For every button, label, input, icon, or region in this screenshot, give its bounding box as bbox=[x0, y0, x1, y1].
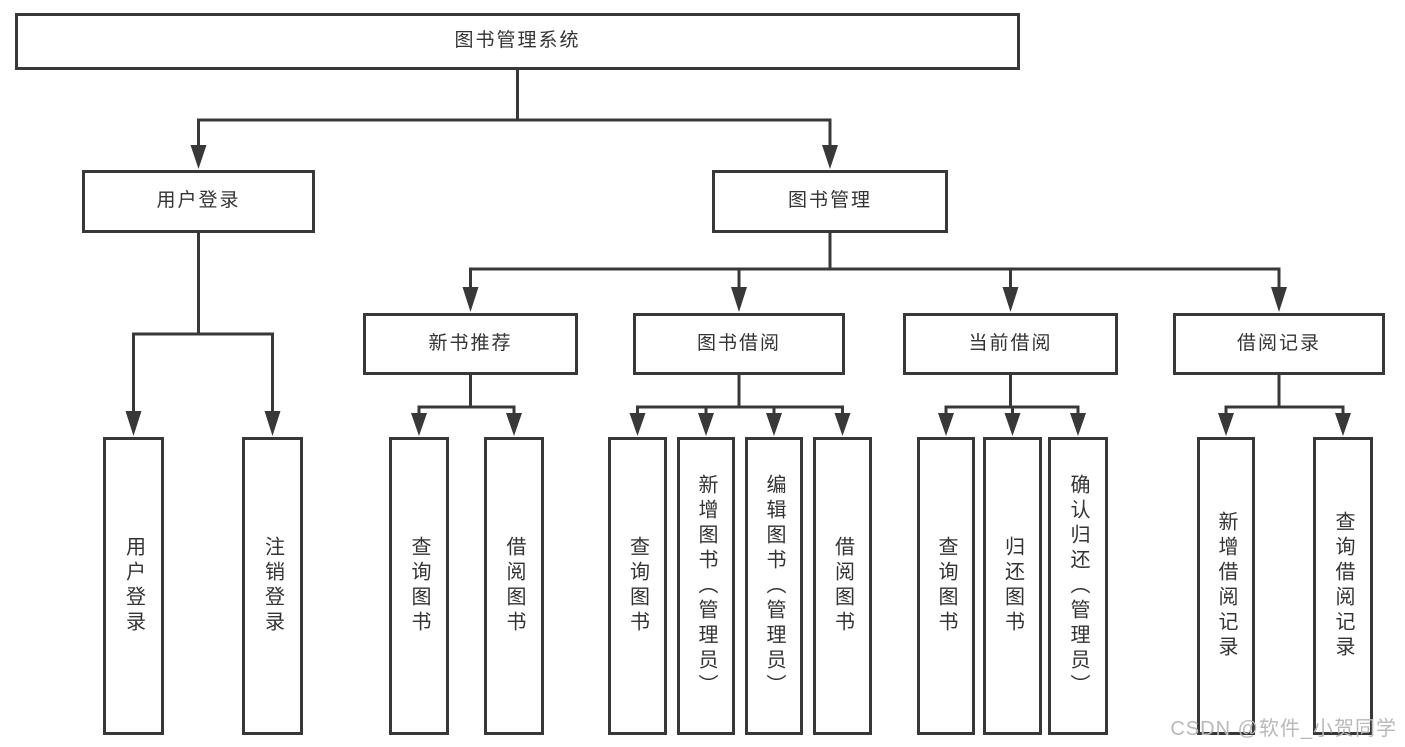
leaf-query-books-current: 查询图书 bbox=[917, 437, 975, 735]
connector-user-login-to-leaves bbox=[125, 233, 281, 436]
leaf-borrow-books-borrowing: 借阅图书 bbox=[813, 437, 872, 735]
leaf-query-books-recommend: 查询图书 bbox=[389, 437, 449, 735]
leaf-add-books-admin: 新增图书（管理员） bbox=[677, 437, 735, 735]
connector-book-mgmt-to-level3 bbox=[462, 233, 1287, 312]
leaf-borrow-books-recommend: 借阅图书 bbox=[484, 437, 544, 735]
leaf-edit-books-admin: 编辑图书（管理员） bbox=[745, 437, 803, 735]
connector-book-borrow-to-leaves bbox=[629, 375, 851, 436]
leaf-confirm-return-admin: 确认归还（管理员） bbox=[1048, 437, 1108, 735]
leaf-query-borrow-record: 查询借阅记录 bbox=[1313, 437, 1373, 735]
leaf-logout: 注销登录 bbox=[242, 437, 303, 735]
connector-root-to-level2 bbox=[190, 70, 838, 169]
node-book-borrowing: 图书借阅 bbox=[633, 313, 845, 375]
node-user-login-branch: 用户登录 bbox=[82, 170, 315, 233]
node-borrowing-records: 借阅记录 bbox=[1173, 313, 1385, 375]
leaf-return-books: 归还图书 bbox=[983, 437, 1042, 735]
connector-borrow-record-to-leaves bbox=[1218, 375, 1351, 436]
node-library-management-system: 图书管理系统 bbox=[15, 13, 1020, 70]
node-new-book-recommendation: 新书推荐 bbox=[363, 313, 578, 375]
csdn-watermark: CSDN @软件_小贺同学 bbox=[1170, 718, 1397, 740]
leaf-user-login: 用户登录 bbox=[103, 437, 164, 735]
node-book-management-branch: 图书管理 bbox=[712, 170, 948, 233]
leaf-add-borrow-record: 新增借阅记录 bbox=[1197, 437, 1255, 735]
node-current-borrowing: 当前借阅 bbox=[903, 313, 1118, 375]
leaf-query-books-borrowing: 查询图书 bbox=[608, 437, 667, 735]
connector-new-book-to-leaves bbox=[411, 375, 522, 436]
connector-current-borrow-to-leaves bbox=[938, 375, 1086, 436]
